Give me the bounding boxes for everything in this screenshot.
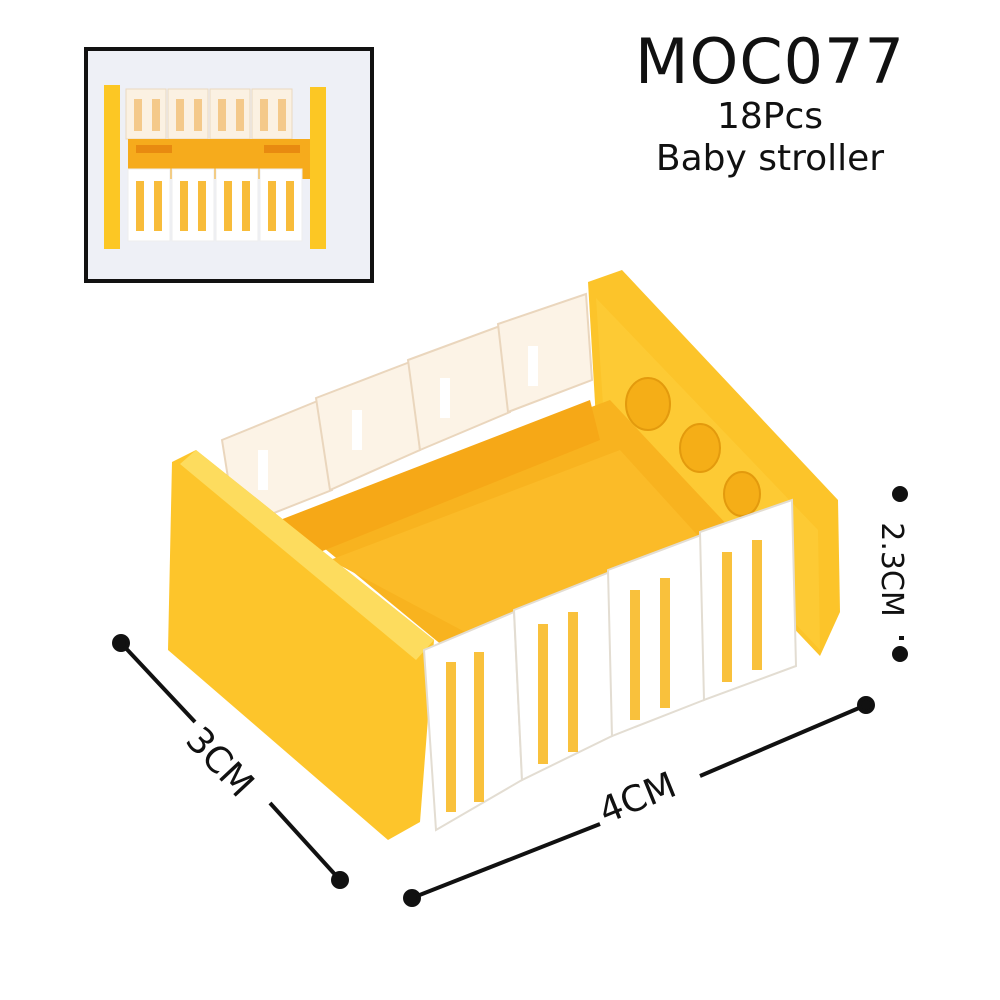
- front-view-inset: [84, 47, 374, 283]
- front-view-image: [88, 51, 370, 279]
- product-code: MOC077: [635, 25, 905, 98]
- piece-count: 18Pcs: [716, 96, 824, 137]
- product-title-block: MOC077 18Pcs Baby stroller: [620, 28, 920, 180]
- dimension-height-label: 2.3CM: [873, 522, 909, 617]
- product-name: Baby stroller: [655, 138, 885, 179]
